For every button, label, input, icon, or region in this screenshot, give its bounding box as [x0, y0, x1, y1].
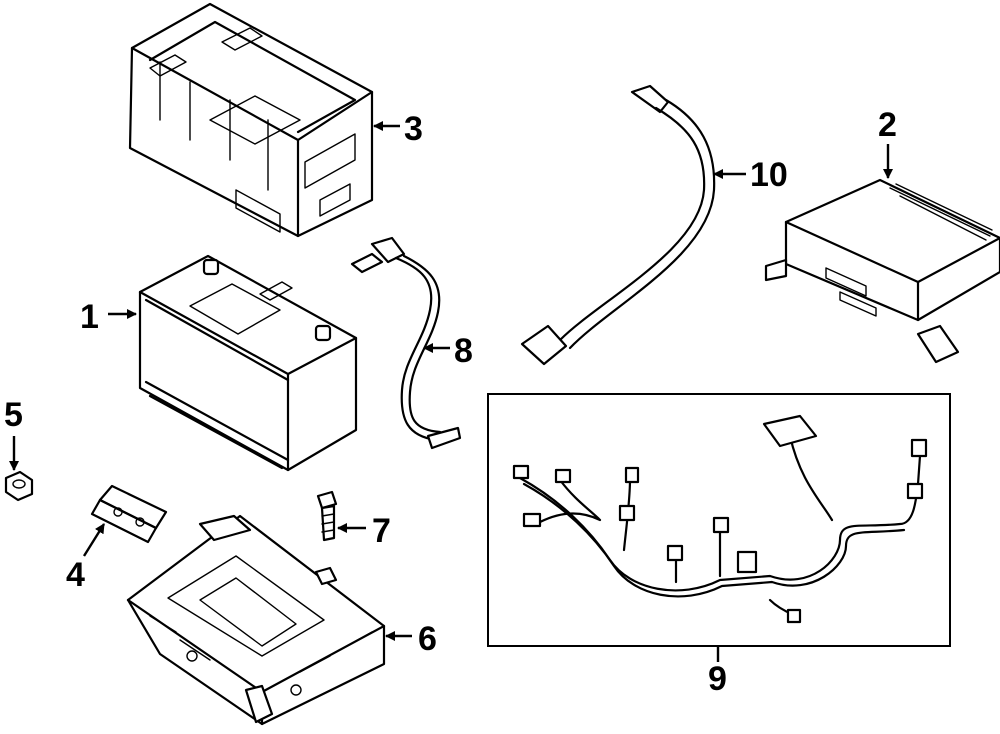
- callout-10: 10: [750, 156, 788, 194]
- callout-leaders: [9, 121, 893, 662]
- battery-cable-long-part: [520, 84, 716, 366]
- bolt-part: [316, 490, 338, 542]
- control-module-part: [764, 178, 1000, 364]
- nut-part: [4, 470, 34, 502]
- wiring-harness-part: [487, 393, 951, 647]
- callout-9: 9: [708, 660, 727, 698]
- callout-4: 4: [66, 556, 85, 594]
- battery-cable-short-part: [350, 236, 462, 450]
- clamp-bracket-part: [90, 484, 168, 544]
- battery-cover-part: [128, 2, 374, 238]
- callout-1: 1: [80, 298, 99, 336]
- callout-6: 6: [418, 620, 437, 658]
- callout-2: 2: [878, 106, 897, 144]
- callout-7: 7: [372, 512, 391, 550]
- battery-tray-part: [126, 514, 386, 726]
- callout-3: 3: [404, 110, 423, 148]
- leader-4: [82, 523, 106, 557]
- callout-5: 5: [4, 396, 23, 434]
- callout-8: 8: [454, 332, 473, 370]
- callout-labels: 1 2 3 4 5 6 7 8 9 10: [4, 106, 897, 698]
- battery-part: [138, 254, 358, 472]
